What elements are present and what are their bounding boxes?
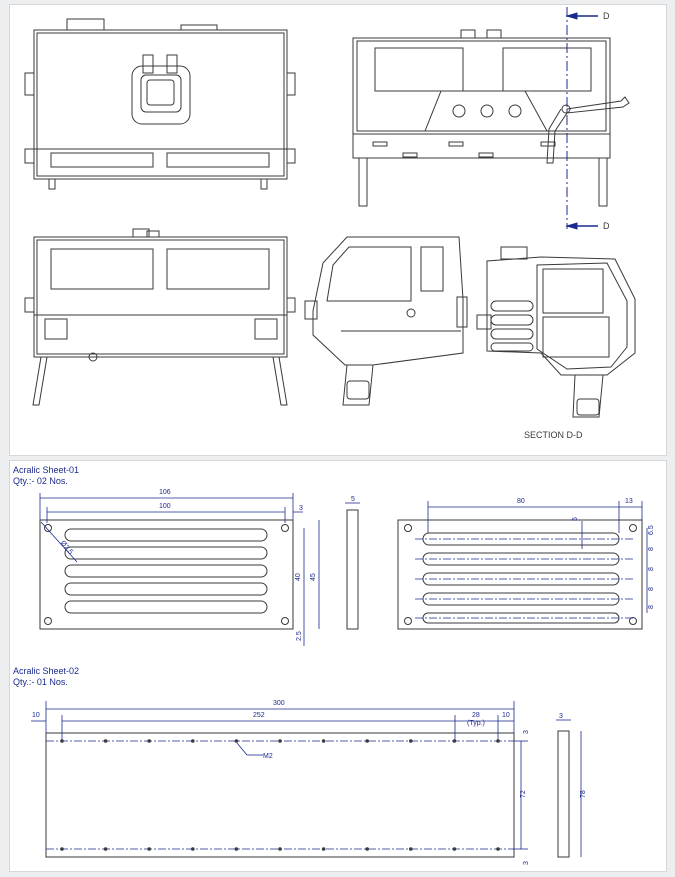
dim-28: 28 [472, 712, 480, 719]
acrylic-sheet-drawing: Acralic Sheet-01 Qty.:- 02 Nos. [13, 465, 655, 865]
front-view [24, 18, 296, 190]
dim-80: 80 [517, 498, 525, 505]
mounting-hole [103, 847, 108, 851]
dim-hole-dia: Ø2.5 [59, 540, 74, 556]
mounting-hole [234, 739, 239, 743]
mounting-hole [278, 847, 282, 851]
sheet1-title: Acralic Sheet-01 [13, 465, 79, 475]
sheet2-dimensions [31, 701, 582, 857]
mounting-hole [409, 739, 413, 743]
sheet2-front-view [45, 730, 570, 858]
mounting-hole [496, 739, 500, 743]
mounting-hole [191, 847, 195, 851]
dim-6-5: 6.5 [648, 525, 655, 535]
dim-5: 5 [351, 496, 355, 503]
dim-m2: M2 [263, 753, 273, 760]
dim-typ: (Typ.) [467, 720, 485, 727]
sheet2-holes [60, 739, 500, 851]
mounting-hole [365, 847, 370, 851]
rear-view [24, 228, 296, 406]
sheet1-dimensions [39, 493, 648, 646]
mounting-hole [321, 739, 326, 743]
section-view [476, 246, 636, 418]
dim-left-10: 10 [32, 712, 40, 719]
dim-72: 72 [520, 790, 527, 798]
sheet1-slot-view [397, 519, 643, 630]
section-label-top: D [603, 11, 610, 21]
dim-3: 3 [299, 505, 303, 512]
dim-slot-width: 5 [572, 517, 579, 521]
dim-8c: 8 [648, 587, 655, 591]
mounting-hole [278, 739, 282, 743]
dim-40: 40 [295, 573, 302, 581]
dim-100: 100 [159, 503, 171, 510]
assembly-views-panel: D D SECTION D-D [9, 4, 667, 456]
dim-13: 13 [625, 498, 633, 505]
sheet2-title: Acralic Sheet-02 [13, 666, 79, 676]
dim-300: 300 [273, 700, 285, 707]
mounting-hole [147, 847, 151, 851]
side-view [352, 29, 630, 207]
mounting-hole [60, 847, 64, 851]
dim-thickness: 3 [559, 713, 563, 720]
mounting-hole [191, 739, 195, 743]
dim-78: 78 [580, 790, 587, 798]
section-line [565, 7, 598, 230]
dim-top-3: 3 [523, 730, 530, 734]
sheet2-qty: Qty.:- 01 Nos. [13, 677, 68, 687]
dim-bottom-3: 3 [523, 861, 530, 865]
mounting-hole [452, 847, 457, 851]
mounting-hole [60, 739, 64, 743]
mounting-hole [103, 739, 108, 743]
mounting-hole [234, 847, 239, 851]
section-caption: SECTION D-D [524, 430, 583, 440]
dim-right-10: 10 [502, 712, 510, 719]
mounting-hole [365, 739, 370, 743]
mounting-hole [452, 739, 457, 743]
dim-8a: 8 [648, 547, 655, 551]
mounting-hole [496, 847, 500, 851]
mounting-hole [321, 847, 326, 851]
dim-8d: 8 [648, 605, 655, 609]
acrylic-sheets-panel: Acralic Sheet-01 Qty.:- 02 Nos. [9, 460, 667, 872]
mounting-hole [147, 739, 151, 743]
dim-106: 106 [159, 489, 171, 496]
dim-45: 45 [310, 573, 317, 581]
profile-view [304, 236, 468, 406]
assembly-drawing: D D SECTION D-D [24, 7, 636, 440]
section-label-bottom: D [603, 221, 610, 231]
sheet1-qty: Qty.:- 02 Nos. [13, 476, 68, 486]
sheet1-front-view [39, 509, 359, 630]
dim-8b: 8 [648, 567, 655, 571]
dim-252: 252 [253, 712, 265, 719]
dim-2-5: 2.5 [296, 631, 303, 641]
mounting-hole [409, 847, 413, 851]
